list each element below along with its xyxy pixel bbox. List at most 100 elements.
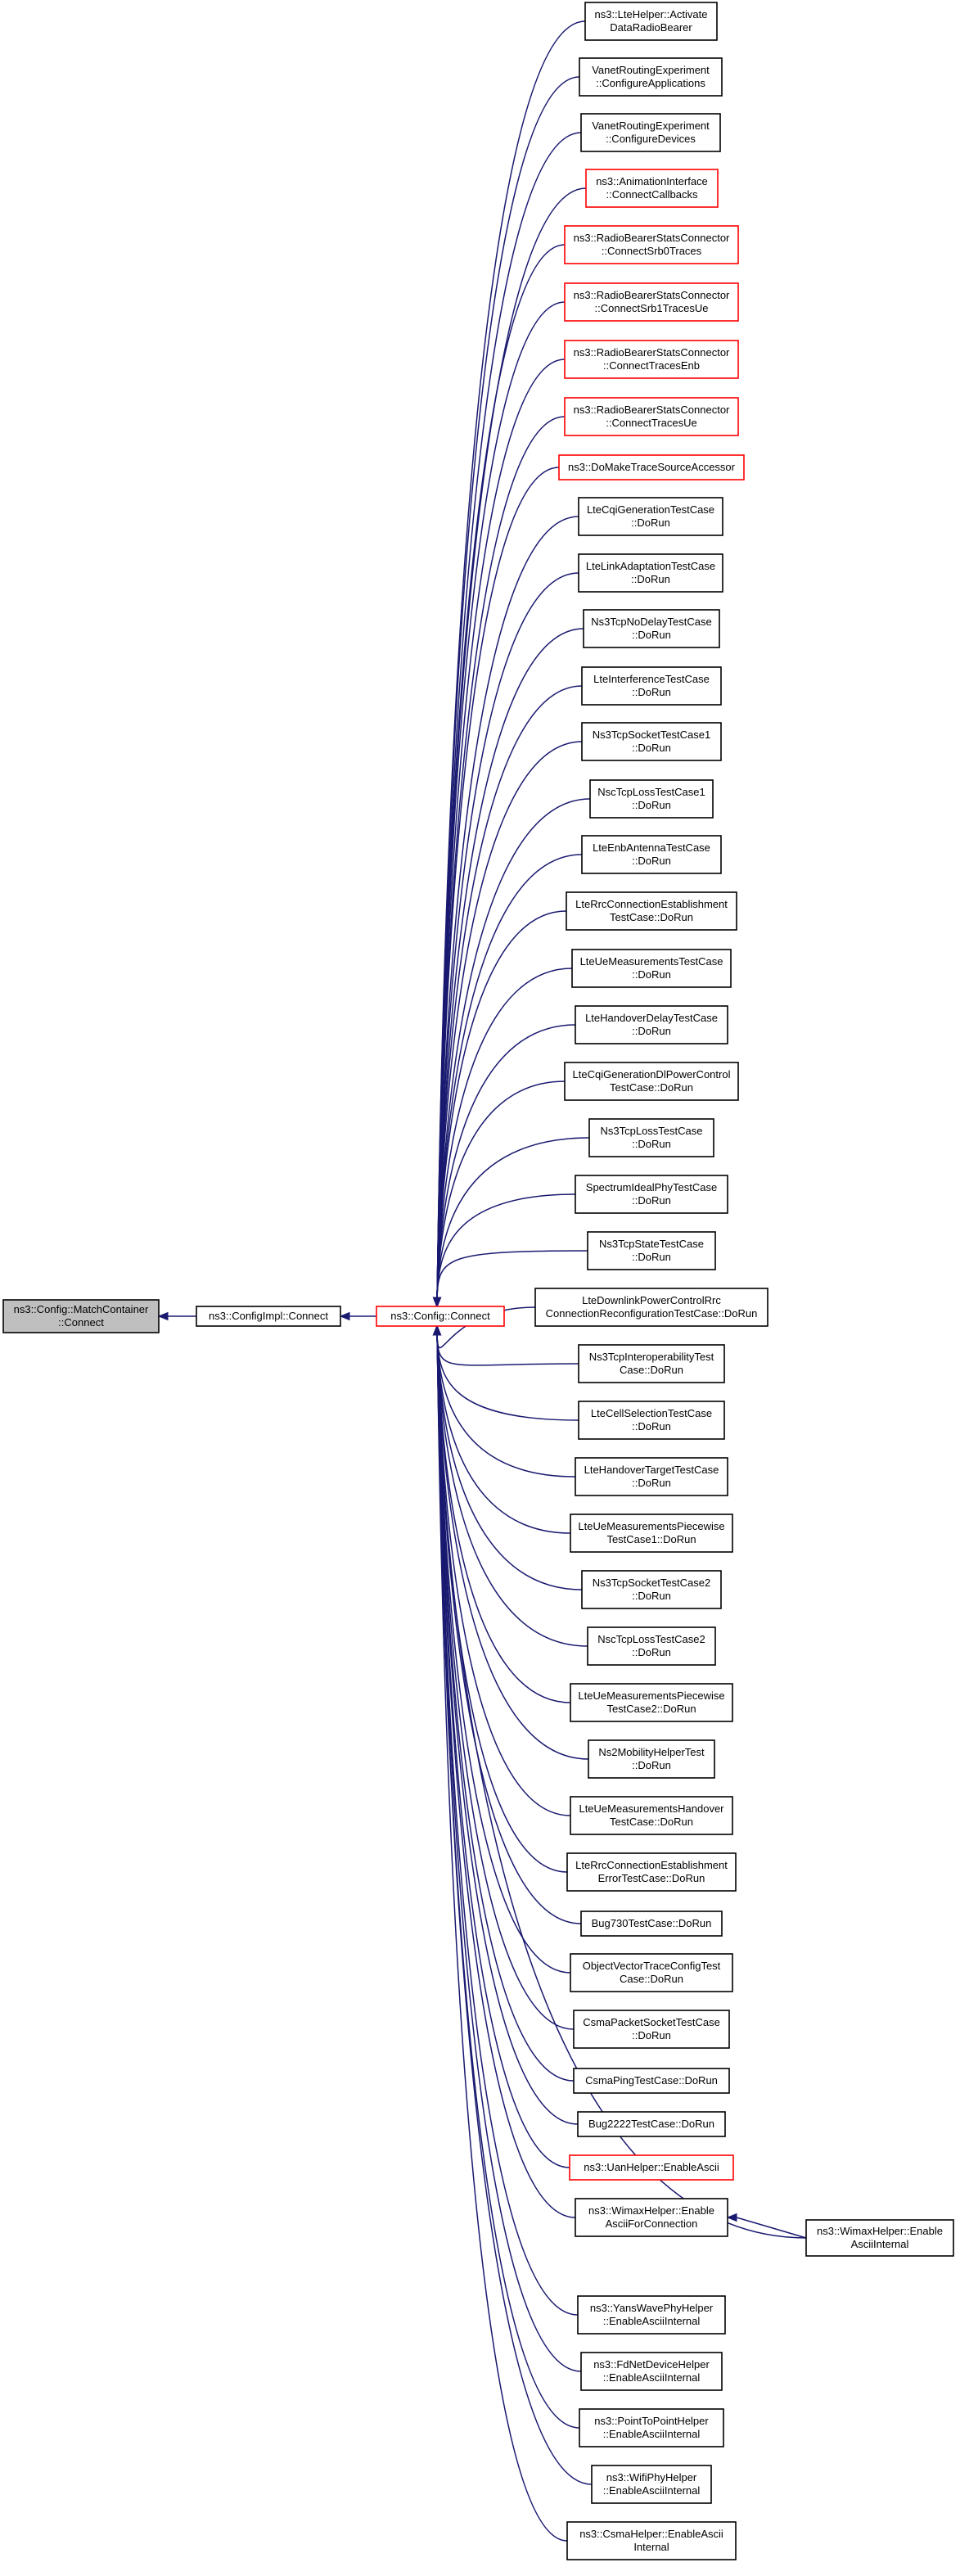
node-bug2222testcase-dorun[interactable]: Bug2222TestCase::DoRun [577, 2111, 726, 2137]
node-ns3-csmahelper-enableascii-internal[interactable]: ns3::CsmaHelper::EnableAsciiInternal [566, 2521, 737, 2560]
node-label-line: Ns3TcpInteroperabilityTest [589, 1351, 714, 1363]
node-box [534, 1288, 768, 1327]
node-ns3-configimpl-connect[interactable]: ns3::ConfigImpl::Connect [196, 1306, 341, 1327]
node-label-line: VanetRoutingExperiment [592, 120, 710, 132]
node-label-line: LteHandoverTargetTestCase [584, 1464, 719, 1476]
edge-c27-to-n2 [432, 1324, 571, 1534]
node-ltecqigenerationdlpowercontrol-testcase-dorun[interactable]: LteCqiGenerationDlPowerControlTestCase::… [564, 1062, 739, 1101]
edge-c45-to-n2 [432, 1324, 568, 2542]
node-lteuemeasurementstestcase-dorun[interactable]: LteUeMeasurementsTestCase::DoRun [571, 949, 732, 988]
node-ns3-fdnetdevicehelper-enableasciiinternal[interactable]: ns3::FdNetDeviceHelper::EnableAsciiInter… [580, 2352, 723, 2391]
node-ltehandovertargettestcase-dorun[interactable]: LteHandoverTargetTestCase::DoRun [575, 1457, 728, 1496]
node-box [591, 2465, 712, 2504]
node-vanetroutingexperiment-configuredevices[interactable]: VanetRoutingExperiment::ConfigureDevices [580, 113, 721, 152]
node-csmapacketsockettestcase-dorun[interactable]: CsmaPacketSocketTestCase::DoRun [573, 2010, 730, 2049]
edge-line [436, 1137, 590, 1298]
node-ns3tcplosstestcase-dorun[interactable]: Ns3TcpLossTestCase::DoRun [588, 1118, 714, 1157]
node-label-line: ns3::Config::Connect [390, 1310, 490, 1322]
node-box [805, 2219, 954, 2257]
node-ltedownlinkpowercontrolrrc-connectionreconfigurationtestcase-dorun[interactable]: LteDownlinkPowerControlRrcConnectionReco… [534, 1288, 768, 1327]
node-label-line: LteHandoverDelayTestCase [585, 1012, 718, 1024]
node-bug730testcase-dorun[interactable]: Bug730TestCase::DoRun [580, 1911, 723, 1937]
node-ns3-wifiphyhelper-enableasciiinternal[interactable]: ns3::WifiPhyHelper::EnableAsciiInternal [591, 2465, 712, 2504]
node-box [581, 666, 722, 706]
node-label-line: LteCellSelectionTestCase [591, 1407, 712, 1419]
node-box [588, 1118, 714, 1157]
edge-c24-to-n2 [432, 1324, 579, 1366]
node-ns3-config-matchcontainer-connect[interactable]: ns3::Config::MatchContainer::Connect [2, 1299, 160, 1333]
node-box [589, 779, 714, 819]
node-label-line: ns3::WifiPhyHelper [606, 2471, 697, 2484]
edges-layer [157, 20, 807, 2542]
node-box [580, 113, 721, 152]
node-label-line: LteEnbAntennaTestCase [593, 841, 710, 854]
node-label-line: TestCase::DoRun [610, 1081, 693, 1094]
edge-line [436, 1334, 568, 1873]
node-ns3-pointtopointhelper-enableasciiinternal[interactable]: ns3::PointToPointHelper::EnableAsciiInte… [579, 2408, 724, 2447]
node-ns3-config-connect[interactable]: ns3::Config::Connect [376, 1306, 505, 1327]
node-ns2mobilityhelpertest-dorun[interactable]: Ns2MobilityHelperTest::DoRun [588, 1739, 715, 1779]
node-label-line: TestCase::DoRun [610, 1816, 693, 1828]
node-label-line: ::DoRun [632, 686, 671, 698]
node-csmapingtestcase-dorun[interactable]: CsmaPingTestCase::DoRun [573, 2068, 730, 2094]
node-ns3tcpstatetestcase-dorun[interactable]: Ns3TcpStateTestCase::DoRun [587, 1231, 716, 1270]
edge-line [436, 467, 560, 1298]
node-nsctcplosstestcase2-dorun[interactable]: NscTcpLossTestCase2::DoRun [587, 1626, 716, 1666]
node-label-line: LteUeMeasurementsPiecewise [578, 1690, 724, 1702]
node-label-line: ::EnableAsciiInternal [603, 2484, 701, 2497]
node-ns3-animationinterface-connectcallbacks[interactable]: ns3::AnimationInterface::ConnectCallback… [585, 169, 719, 208]
node-label-line: ::ConnectTracesEnb [603, 359, 700, 372]
node-label-line: ns3::DoMakeTraceSourceAccessor [568, 461, 736, 473]
node-box [583, 609, 720, 648]
node-label-line: ns3::YansWavePhyHelper [590, 2302, 714, 2314]
node-ltehandoverdelaytestcase-dorun[interactable]: LteHandoverDelayTestCase::DoRun [575, 1005, 728, 1044]
node-box [566, 2521, 737, 2560]
node-lterrcconnectionestablishment-testcase-dorun[interactable]: LteRrcConnectionEstablishmentTestCase::D… [566, 891, 737, 931]
edge-line [436, 1334, 583, 1590]
node-lteinterferencetestcase-dorun[interactable]: LteInterferenceTestCase::DoRun [581, 666, 722, 706]
node-ns3-radiobearerstatsconnector-connecttracesenb[interactable]: ns3::RadioBearerStatsConnector::ConnectT… [564, 340, 739, 379]
node-lterrcconnectionestablishment-errortestcase-dorun[interactable]: LteRrcConnectionEstablishmentErrorTestCa… [566, 1852, 737, 1892]
node-ns3tcpnodelaytestcase-dorun[interactable]: Ns3TcpNoDelayTestCase::DoRun [583, 609, 720, 648]
node-nsctcplosstestcase1-dorun[interactable]: NscTcpLossTestCase1::DoRun [589, 779, 714, 819]
node-label-line: TestCase2::DoRun [606, 1703, 696, 1715]
node-ns3-uanhelper-enableascii[interactable]: ns3::UanHelper::EnableAscii [569, 2154, 734, 2181]
edge-c0-to-n2 [432, 20, 586, 1308]
node-ltecqigenerationtestcase-dorun[interactable]: LteCqiGenerationTestCase::DoRun [578, 497, 723, 536]
node-ltelinkadaptationtestcase-dorun[interactable]: LteLinkAdaptationTestCase::DoRun [578, 553, 723, 593]
edge-c26-to-n2 [432, 1324, 576, 1477]
node-label-line: ::DoRun [632, 1590, 671, 1602]
node-lteuemeasurementspiecewise-testcase2-dorun[interactable]: LteUeMeasurementsPiecewiseTestCase2::DoR… [570, 1683, 733, 1722]
node-ns3-domaketracesourceaccessor[interactable]: ns3::DoMakeTraceSourceAccessor [558, 454, 745, 480]
edge-line [436, 1334, 579, 2316]
node-box [571, 949, 732, 988]
arrowhead [339, 1311, 350, 1321]
node-ns3tcpsockettestcase1-dorun[interactable]: Ns3TcpSocketTestCase1::DoRun [581, 722, 722, 761]
node-lteuemeasurementspiecewise-testcase1-dorun[interactable]: LteUeMeasurementsPiecewiseTestCase1::DoR… [570, 1514, 733, 1553]
node-box [558, 454, 745, 480]
edge-c25-to-n2 [432, 1324, 579, 1421]
node-ns3-wimaxhelper-enable-asciiforconnection[interactable]: ns3::WimaxHelper::EnableAsciiForConnecti… [575, 2198, 728, 2237]
node-vanetroutingexperiment-configureapplications[interactable]: VanetRoutingExperiment::ConfigureApplica… [579, 57, 723, 97]
node-box [570, 1953, 733, 1992]
edge-line [436, 1334, 579, 1366]
node-ns3-radiobearerstatsconnector-connectsrb1tracesue[interactable]: ns3::RadioBearerStatsConnector::ConnectS… [564, 282, 739, 322]
node-ns3-yanswavephyhelper-enableasciiinternal[interactable]: ns3::YansWavePhyHelper::EnableAsciiInter… [577, 2295, 726, 2335]
node-lteenbantennatestcase-dorun[interactable]: LteEnbAntennaTestCase::DoRun [581, 835, 722, 874]
node-ns3tcpsockettestcase2-dorun[interactable]: Ns3TcpSocketTestCase2::DoRun [581, 1570, 722, 1609]
edge-line [436, 1334, 576, 1477]
node-ns3-radiobearerstatsconnector-connecttracesue[interactable]: ns3::RadioBearerStatsConnector::ConnectT… [564, 397, 739, 436]
node-label-line: ::DoRun [631, 573, 670, 585]
node-label-line: ::DoRun [632, 1251, 671, 1263]
node-ns3-wimaxhelper-enable-asciiinternal[interactable]: ns3::WimaxHelper::EnableAsciiInternal [805, 2219, 954, 2257]
node-spectrumidealphytestcase-dorun[interactable]: SpectrumIdealPhyTestCase::DoRun [575, 1175, 728, 1214]
node-box [2, 1299, 160, 1333]
node-ns3-radiobearerstatsconnector-connectsrb0traces[interactable]: ns3::RadioBearerStatsConnector::ConnectS… [564, 225, 739, 264]
node-box [587, 1626, 716, 1666]
node-ltecellselectiontestcase-dorun[interactable]: LteCellSelectionTestCase::DoRun [578, 1401, 725, 1440]
